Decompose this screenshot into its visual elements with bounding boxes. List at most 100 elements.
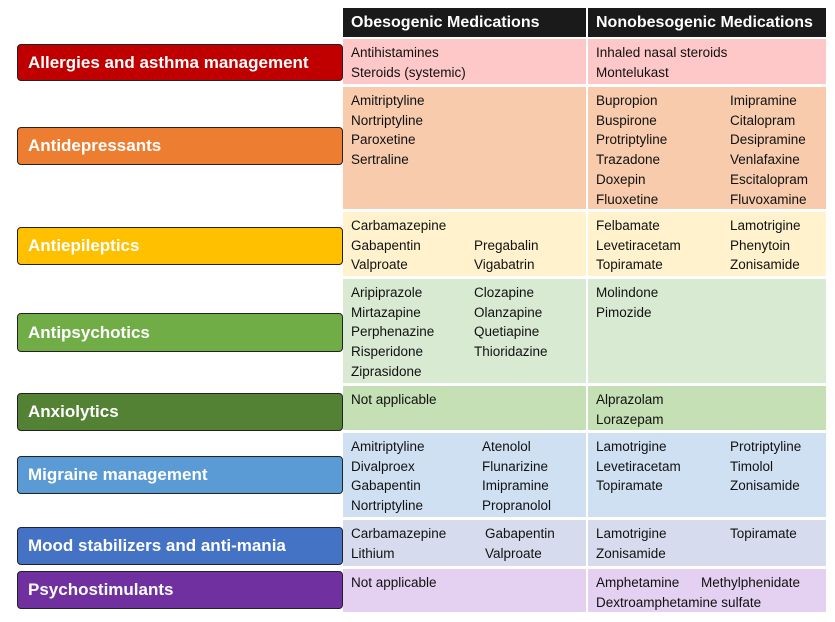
- medication-item: Vigabatrin: [474, 257, 535, 273]
- medication-column: Not applicable: [351, 390, 437, 410]
- medication-item: Steroids (systemic): [351, 64, 466, 80]
- medication-item: Divalproex: [351, 458, 415, 474]
- medication-item: Desipramine: [730, 132, 806, 148]
- medication-item: Fluvoxamine: [730, 191, 807, 207]
- medication-item: Nortriptyline: [351, 498, 424, 514]
- medication-item: Lamotrigine: [596, 439, 667, 454]
- medication-item: Atenolol: [482, 439, 531, 454]
- medication-item: Protriptyline: [730, 439, 802, 454]
- medication-item: Quetiapine: [474, 324, 540, 340]
- medication-column: Not applicable: [351, 573, 437, 593]
- obesogenic-cell-psychostimulants: Not applicable: [343, 569, 586, 614]
- medication-item: Pregabalin: [474, 237, 539, 253]
- medication-item: Olanzapine: [474, 304, 543, 320]
- category-label-antidepressants: Antidepressants: [17, 127, 343, 165]
- medication-item: Lorazepam: [596, 411, 664, 427]
- medication-item: Flunarizine: [482, 458, 549, 474]
- medication-item: Mirtazapine: [351, 304, 421, 320]
- medication-item: Gabapentin: [351, 237, 421, 253]
- medication-item: Gabapentin: [485, 526, 555, 541]
- medication-item: Imipramine: [730, 93, 797, 108]
- medication-item: [474, 216, 539, 236]
- medication-item: Antihistamines: [351, 45, 439, 60]
- medication-item: Valproate: [485, 545, 542, 561]
- medication-item: Citalopram: [730, 112, 796, 128]
- medication-item: Carbamazepine: [351, 526, 447, 541]
- medication-item: Carbamazepine: [351, 218, 447, 233]
- medication-item: Methylphenidate: [701, 575, 801, 590]
- medication-item: Lamotrigine: [596, 526, 667, 541]
- medication-item: Nortriptyline: [351, 112, 424, 128]
- medication-item: [701, 593, 800, 613]
- medication-item: Risperidone: [351, 344, 424, 360]
- medication-item: Amitriptyline: [351, 93, 425, 108]
- category-label-allergies-and-asthma-management: Allergies and asthma management: [17, 44, 343, 81]
- medication-item: Zonisamide: [730, 478, 800, 494]
- medication-column: Topiramate: [730, 524, 797, 563]
- medication-item: Amphetamine: [596, 575, 680, 590]
- medication-item: Phenytoin: [730, 237, 791, 253]
- medication-item: Thioridazine: [474, 344, 548, 360]
- category-label-antiepileptics: Antiepileptics: [17, 227, 343, 265]
- medication-item: Aripiprazole: [351, 285, 423, 300]
- medication-item: Amitriptyline: [351, 439, 425, 454]
- medication-item: Fluoxetine: [596, 191, 659, 207]
- medication-item: Propranolol: [482, 498, 552, 514]
- medication-column: Methylphenidate: [701, 573, 800, 612]
- medication-item: Lithium: [351, 545, 395, 561]
- obesogenic-cell-anxiolytics: Not applicable: [343, 386, 586, 432]
- medication-item: Clozapine: [474, 285, 535, 300]
- category-label-psychostimulants: Psychostimulants: [17, 571, 343, 609]
- medication-item: Zonisamide: [730, 257, 800, 273]
- medication-item: Gabapentin: [351, 478, 421, 494]
- medication-item: Felbamate: [596, 218, 660, 233]
- medication-item: Not applicable: [351, 392, 437, 407]
- medication-item: Alprazolam: [596, 392, 664, 407]
- medication-item: Buspirone: [596, 112, 657, 128]
- medication-item: Perphenazine: [351, 324, 435, 340]
- category-label-mood-stabilizers-and-anti-mania: Mood stabilizers and anti-mania: [17, 527, 343, 565]
- medication-item: Bupropion: [596, 93, 658, 108]
- medication-item: Zonisamide: [596, 545, 666, 561]
- medication-item: Levetiracetam: [596, 237, 681, 253]
- medication-item: Trazadone: [596, 152, 661, 168]
- medication-item: Protriptyline: [596, 132, 668, 148]
- medication-item: Montelukast: [596, 64, 669, 80]
- medication-item: Levetiracetam: [596, 458, 681, 474]
- medication-item: Imipramine: [482, 478, 549, 494]
- medication-item: Valproate: [351, 257, 408, 273]
- medication-item: Topiramate: [730, 526, 797, 541]
- medication-item: Doxepin: [596, 171, 646, 187]
